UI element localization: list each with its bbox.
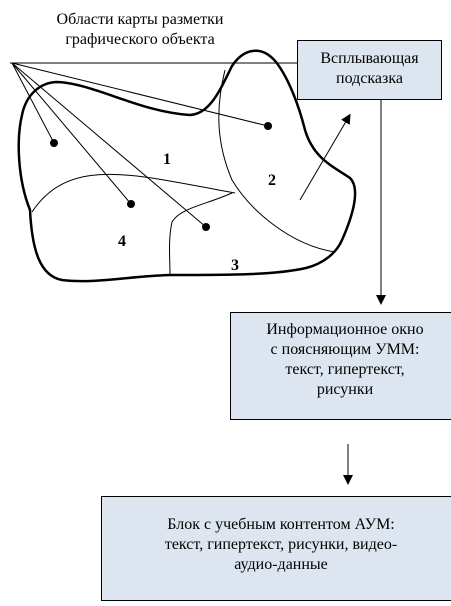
pointer-line-2 <box>11 62 269 127</box>
caption-line-2: графического объекта <box>65 31 215 48</box>
info-line-4: рисунки <box>316 381 374 398</box>
learning-content-box: Блок с учебным контентом АУМ: текст, гип… <box>101 496 451 601</box>
learning-line-1: Блок с учебным контентом АУМ: <box>167 516 395 533</box>
marker-dot <box>127 200 135 208</box>
pointer-line-1a <box>11 62 55 144</box>
pointer-line-3 <box>11 62 207 228</box>
info-line-1: Информационное окно <box>266 321 424 338</box>
map-areas-caption: Области карты разметки графического объе… <box>10 10 270 50</box>
tooltip-line-1: Всплывающая <box>320 50 419 67</box>
learning-line-3: аудио-данные <box>234 556 328 573</box>
region-label-4: 4 <box>118 233 126 250</box>
caption-line-1: Области карты разметки <box>56 11 224 28</box>
region-label-1: 1 <box>163 151 171 168</box>
info-line-3: текст, гипертекст, <box>285 361 405 378</box>
boundary-1-4 <box>31 173 236 213</box>
marker-dot <box>50 139 58 147</box>
pointer-line-4 <box>11 62 132 205</box>
info-window-box: Информационное окно с поясняющим УММ: те… <box>230 312 451 420</box>
boundary-3-4 <box>169 192 233 276</box>
region-label-2: 2 <box>268 172 276 189</box>
tooltip-line-2: подсказка <box>336 70 403 87</box>
marker-dot <box>264 122 272 130</box>
tooltip-box: Всплывающая подсказка <box>297 40 442 100</box>
region-label-3: 3 <box>231 257 239 274</box>
boundary-1-2 <box>218 69 336 253</box>
learning-line-2: текст, гипертекст, рисунки, видео- <box>164 536 398 553</box>
marker-dot <box>202 223 210 231</box>
arrow-to-tooltip <box>299 113 351 201</box>
graphic-object-outline <box>17 49 357 283</box>
info-line-2: с поясняющим УММ: <box>270 341 420 358</box>
